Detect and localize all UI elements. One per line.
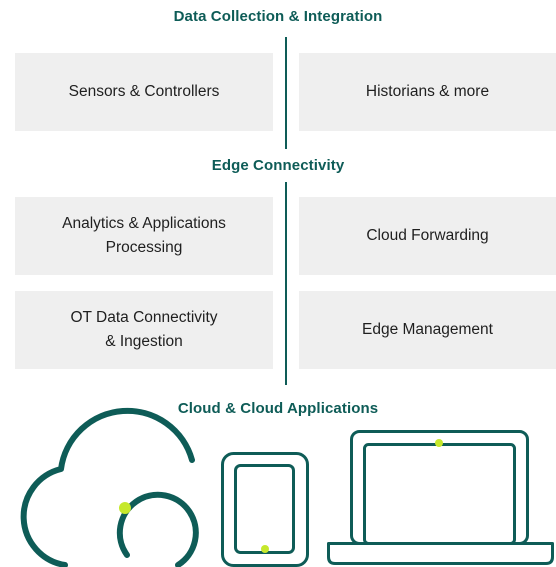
connector-line-middle: [285, 182, 287, 385]
box-cloud-forwarding: Cloud Forwarding: [299, 197, 556, 275]
cloud-indicator-dot: [119, 502, 131, 514]
laptop-indicator-dot: [435, 439, 443, 447]
collection-heading: Data Collection & Integration: [173, 8, 383, 25]
edge-heading: Edge Connectivity: [211, 157, 345, 174]
box-analytics-processing: Analytics & Applications Processing: [15, 197, 273, 275]
box-ot-data-connectivity: OT Data Connectivity & Ingestion: [15, 291, 273, 369]
cloud-icon: [20, 407, 199, 567]
laptop-icon: [327, 430, 554, 565]
box-edge-management: Edge Management: [299, 291, 556, 369]
cloud-heading: Cloud & Cloud Applications: [177, 400, 379, 417]
tablet-indicator-dot: [261, 545, 269, 553]
box-historians: Historians & more: [299, 53, 556, 131]
box-sensors-controllers: Sensors & Controllers: [15, 53, 273, 131]
connector-line-top: [285, 37, 287, 149]
